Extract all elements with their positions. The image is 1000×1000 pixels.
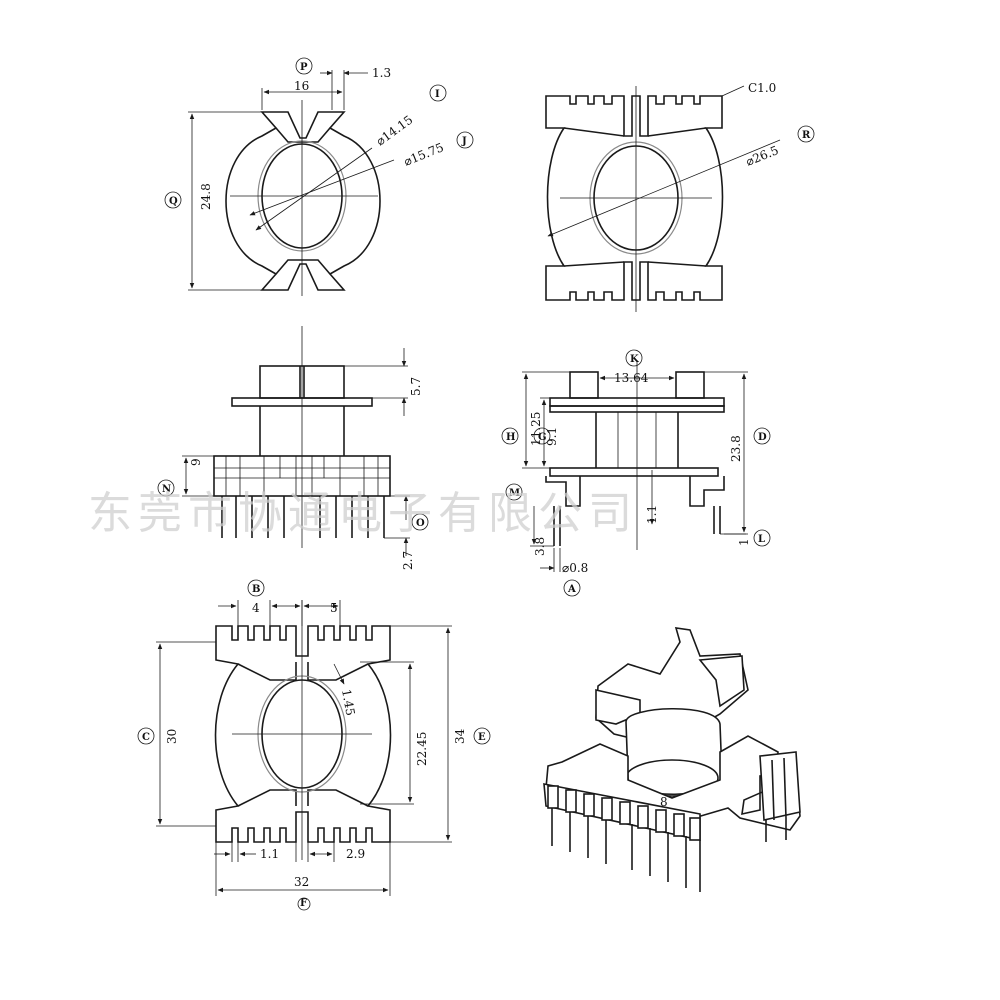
label-p: P <box>300 62 308 73</box>
dim-5: 5 <box>330 601 338 615</box>
bobbin-outline <box>225 111 381 291</box>
label-m: M <box>509 488 520 499</box>
label-o: O <box>416 518 425 529</box>
dim-23-8: 23.8 <box>729 435 743 462</box>
dim-8: 8 <box>660 795 668 809</box>
view-isometric: 8 <box>543 627 801 892</box>
dim-2-9: 2.9 <box>346 847 365 861</box>
dim-16: 16 <box>294 79 309 93</box>
dim-1-1: 1.1 <box>645 505 659 524</box>
label-q: Q <box>169 196 178 207</box>
dim-5-7: 5.7 <box>409 377 423 396</box>
label-g: G <box>538 432 547 443</box>
dim-1: 1 <box>737 538 751 546</box>
label-k: K <box>630 354 639 365</box>
view-mid-left: 5.7 9 2.7 N O <box>157 326 429 570</box>
dim-3-8: 3.8 <box>533 537 547 556</box>
dim-1-45: 1.45 <box>339 688 357 717</box>
dim-24-8: 24.8 <box>199 183 213 210</box>
label-e: E <box>478 732 486 743</box>
view-top-right: C1.0 ⌀26.5 R <box>545 81 815 312</box>
label-c: C <box>142 732 150 743</box>
label-n: N <box>162 484 171 495</box>
dim-c1-0: C1.0 <box>748 81 776 95</box>
dim-32: 32 <box>294 875 309 889</box>
dim-15-75: ⌀15.75 <box>402 140 446 169</box>
dim-0-8: ⌀0.8 <box>562 561 588 575</box>
label-f: F <box>300 898 307 909</box>
flange-outline <box>545 95 724 301</box>
dim-30: 30 <box>165 729 179 744</box>
dim-34: 34 <box>453 728 467 744</box>
label-j: J <box>461 136 467 147</box>
label-r: R <box>802 130 811 141</box>
label-a: A <box>567 584 576 595</box>
dim-9: 9 <box>189 458 203 466</box>
dim-2-7: 2.7 <box>401 551 415 570</box>
dim-4: 4 <box>252 601 260 615</box>
label-d: D <box>758 432 767 443</box>
label-i: I <box>435 89 440 100</box>
label-l: L <box>758 534 765 545</box>
view-mid-right: 13.64 11.25 9.1 23.8 1.1 3.8 1 ⌀0.8 K H … <box>501 349 771 597</box>
dim-11-25: 11.25 <box>529 412 543 446</box>
dim-13-64: 13.64 <box>614 371 649 385</box>
view-top-left: 16 1.3 24.8 ⌀14.15 ⌀15.75 P Q I J <box>164 57 474 296</box>
label-b: B <box>252 584 260 595</box>
dim-1-3: 1.3 <box>372 66 391 80</box>
company-watermark: 东莞市协通电子有限公司 <box>88 488 638 539</box>
label-h: H <box>506 432 515 443</box>
dim-14-15: ⌀14.15 <box>374 113 416 149</box>
dim-22-45: 22.45 <box>415 732 429 766</box>
view-bottom-left: 4 5 30 22.45 34 1.45 1.1 2.9 32 <box>137 579 491 911</box>
dim-1-1-bottom: 1.1 <box>260 847 279 861</box>
